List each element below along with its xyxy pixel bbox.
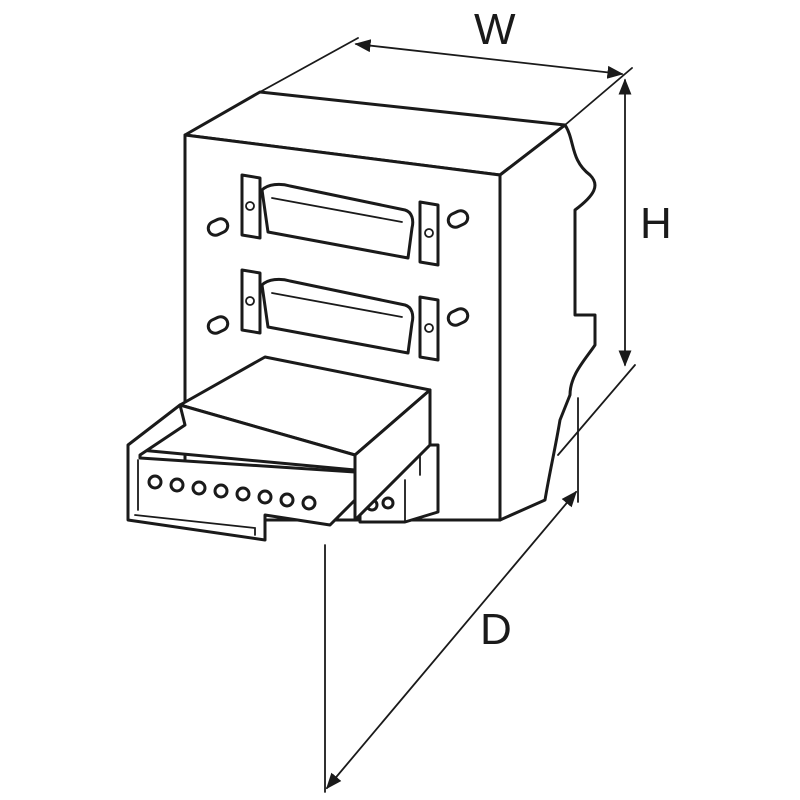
height-dimension [557,78,636,456]
width-dimension [259,37,633,126]
depth-label: D [480,605,512,654]
terminal-screws [147,474,317,511]
terminal-block-front [126,355,432,542]
width-label: W [474,5,516,54]
housing-side-face [498,123,597,522]
mounting-pins [206,209,470,335]
depth-dimension [324,397,579,793]
dsub-connector-upper [240,173,440,267]
height-label: H [640,199,672,248]
dsub-connector-lower [240,268,440,362]
